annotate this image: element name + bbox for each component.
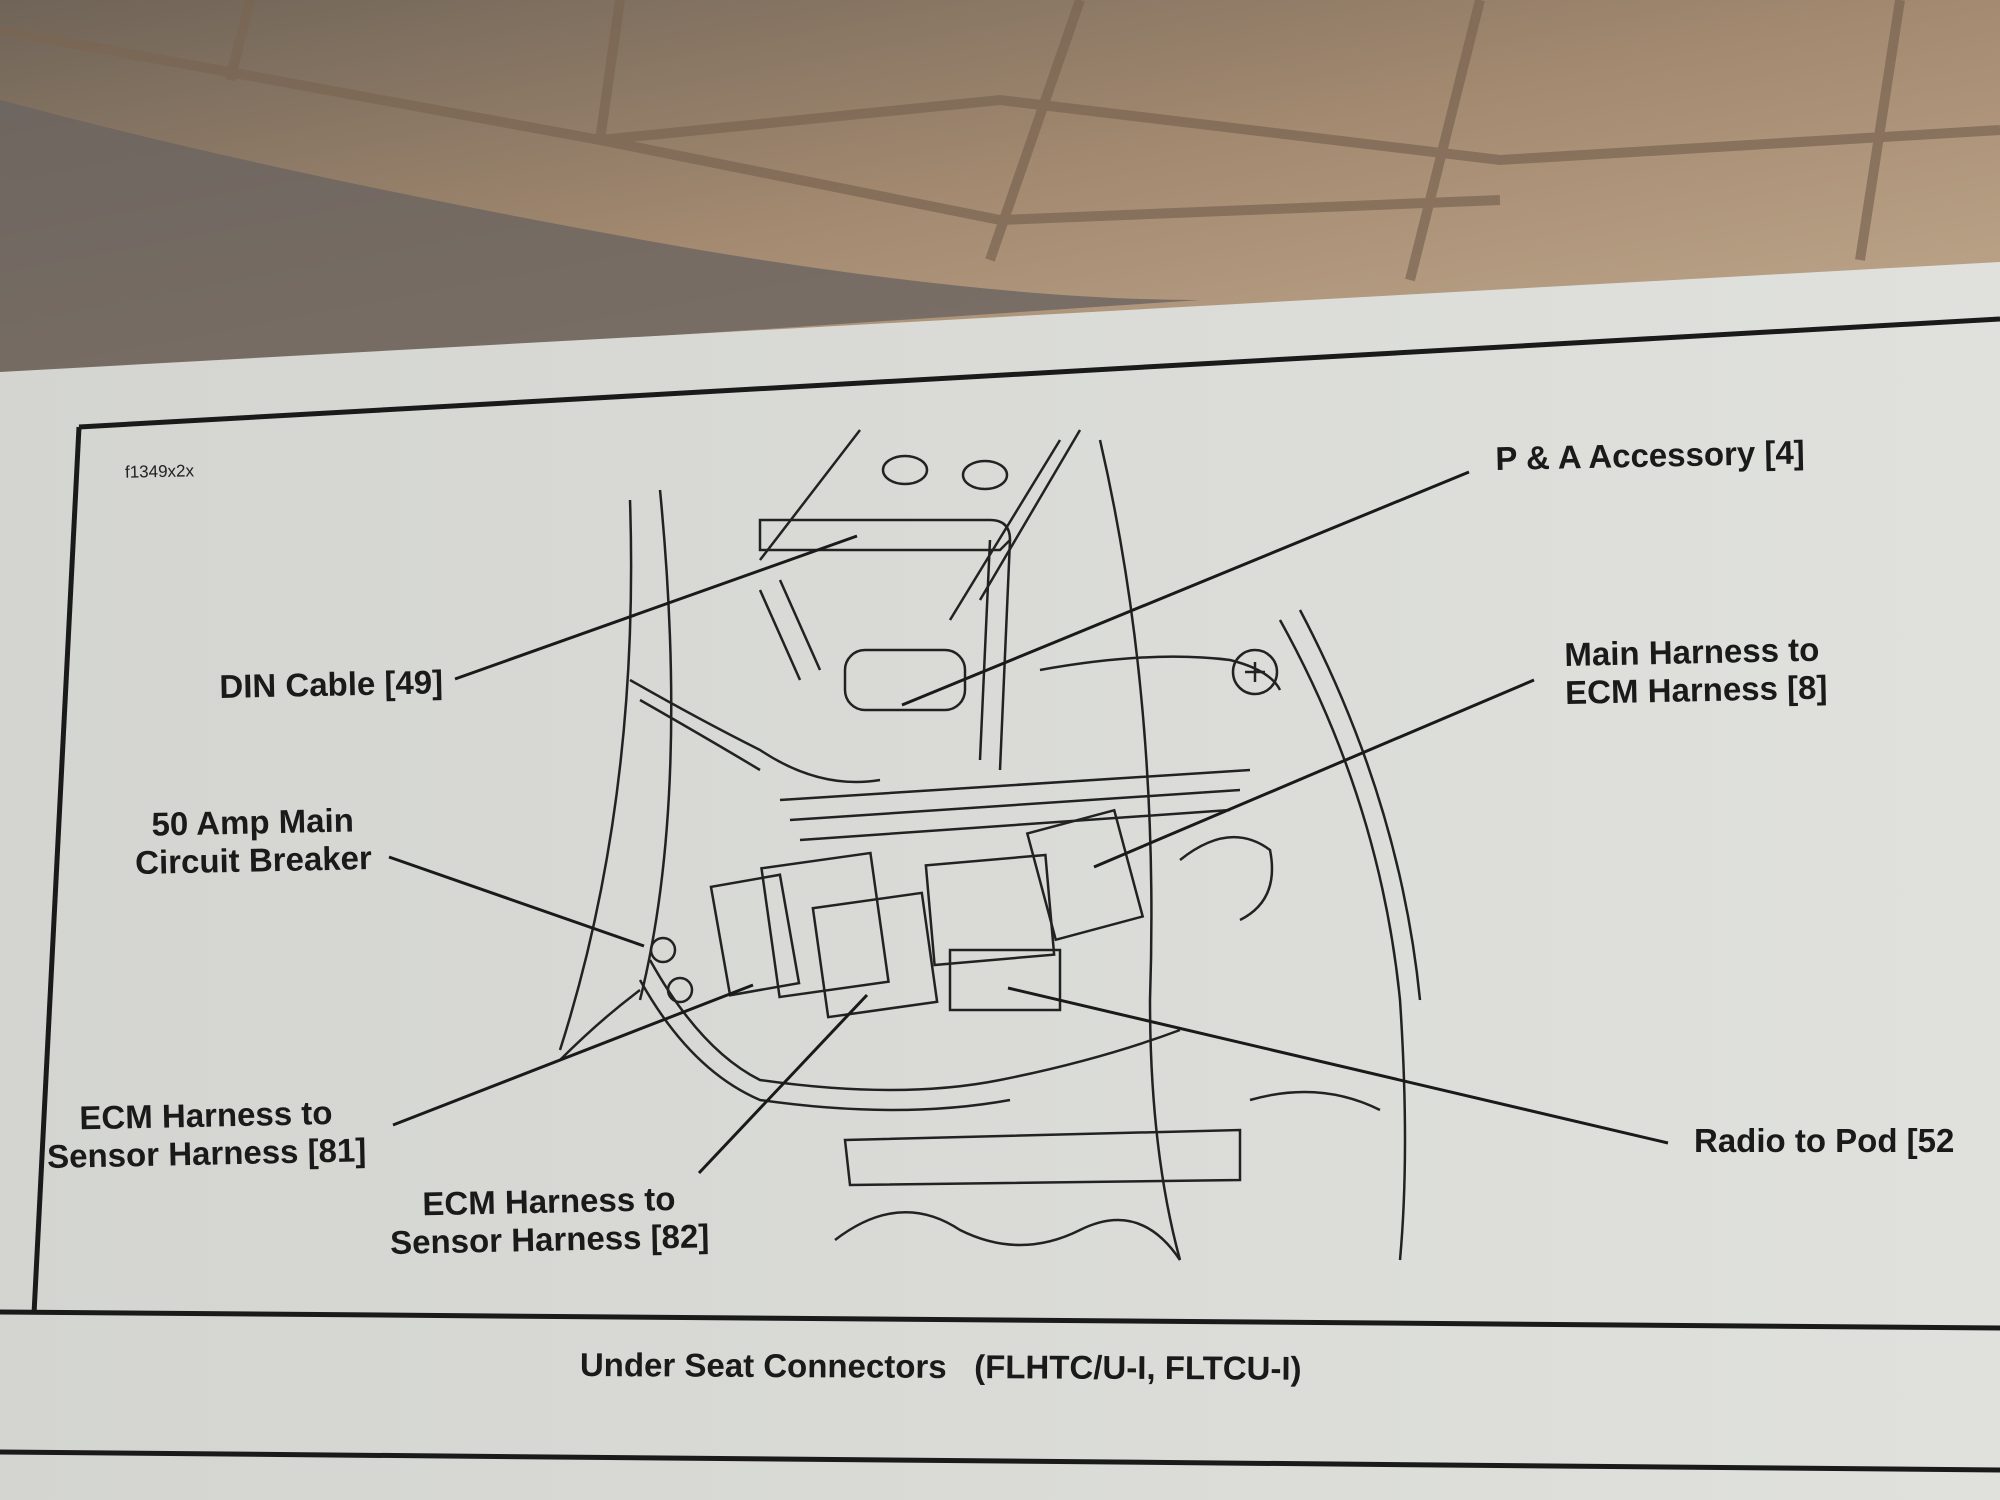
shadow: [0, 100, 1200, 380]
callout-breaker-line2: Circuit Breaker: [134, 839, 373, 881]
callout-main-harness-line2: ECM Harness [8]: [1564, 668, 1828, 711]
leader-ecm81: [392, 983, 754, 1127]
callout-main-harness-line1: Main Harness to: [1564, 630, 1820, 673]
callout-ecm81-line1: ECM Harness to: [79, 1094, 333, 1137]
callout-main-harness: Main Harness to ECM Harness [8]: [1564, 631, 1828, 712]
callout-din-cable: DIN Cable [49]: [219, 663, 444, 705]
figure-code: f1349x2x: [124, 461, 195, 482]
figure-caption: Under Seat Connectors (FLHTC/U-I, FLTCU-…: [579, 1346, 1302, 1387]
callout-circuit-breaker: 50 Amp Main Circuit Breaker: [134, 801, 372, 882]
leader-pa-accessory: [901, 470, 1470, 707]
under-seat-illustration: [558, 429, 1422, 1261]
paper-page: [0, 262, 2000, 1500]
callout-pa-accessory: P & A Accessory [4]: [1495, 433, 1806, 477]
leader-ecm82: [697, 993, 869, 1175]
leader-lines: [388, 470, 1669, 1175]
callout-breaker-line1: 50 Amp Main: [151, 801, 355, 843]
callout-ecm82-line2: Sensor Harness [82]: [389, 1217, 710, 1261]
leader-main-harness: [1093, 678, 1535, 869]
callout-ecm-81: ECM Harness to Sensor Harness [81]: [46, 1093, 367, 1176]
tile-grout: [0, 0, 2000, 282]
leader-radio-pod: [1007, 986, 1669, 1145]
callout-radio-pod: Radio to Pod [52: [1694, 1122, 1955, 1159]
figure-frame: [0, 316, 2000, 1473]
callout-ecm81-line2: Sensor Harness [81]: [46, 1131, 367, 1175]
leader-breaker: [388, 855, 645, 948]
callout-ecm-82: ECM Harness to Sensor Harness [82]: [389, 1179, 710, 1262]
callout-ecm82-line1: ECM Harness to: [422, 1180, 676, 1223]
leader-din-cable: [454, 534, 858, 681]
